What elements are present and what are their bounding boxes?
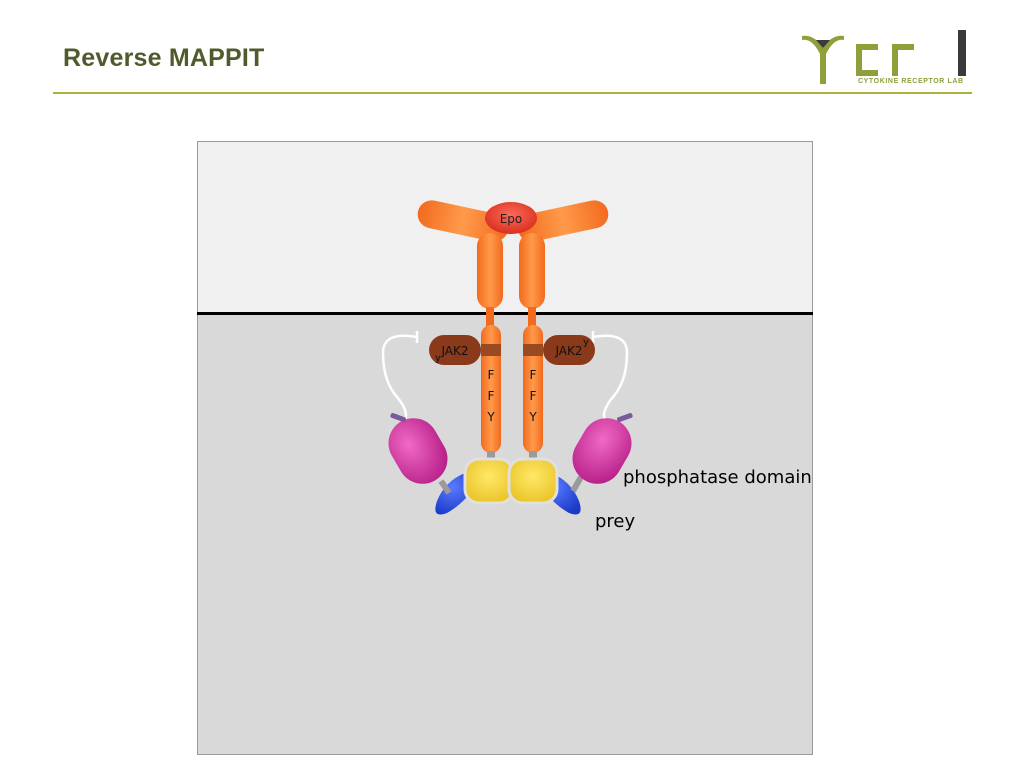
jak2-tag-left: y	[435, 353, 441, 364]
residue-left-3: Y	[486, 410, 495, 424]
residue-right-1: F	[530, 368, 537, 382]
phosphatase-domain-label: phosphatase domain	[623, 467, 812, 488]
jak2-left	[429, 335, 481, 365]
receptor-domain-right	[519, 233, 545, 309]
prey-label: prey	[595, 511, 636, 532]
residue-left-1: F	[488, 368, 495, 382]
bait-left	[463, 457, 515, 505]
jak2-label-right: JAK2	[554, 344, 582, 358]
reverse-mappit-diagram: Epo JAK2 JAK2 y y F F Y F F Y	[197, 141, 813, 755]
linker-right	[592, 334, 629, 422]
residue-right-2: F	[530, 389, 537, 403]
title-divider	[53, 92, 972, 94]
jak2-label-left: JAK2	[440, 344, 468, 358]
residue-right-3: Y	[528, 410, 537, 424]
page-title: Reverse MAPPIT	[63, 44, 265, 72]
phosphatase-right	[572, 418, 632, 484]
jak2-right	[543, 335, 595, 365]
logo-subtitle: CYTOKINE RECEPTOR LAB	[858, 78, 964, 85]
bait-right	[507, 457, 559, 505]
phosphatase-left	[388, 418, 448, 484]
jak2-tag-right: y	[583, 337, 589, 348]
cytoplasm	[197, 313, 813, 755]
linker-left	[381, 334, 418, 422]
receptor-tail-right	[523, 325, 543, 453]
lab-logo: CYTOKINE RECEPTOR LAB	[798, 26, 976, 92]
epo-ligand	[485, 202, 537, 234]
receptor-arm-right	[517, 200, 609, 242]
residue-left-2: F	[488, 389, 495, 403]
ycrl-logo-icon	[802, 30, 966, 84]
receptor-domain-left	[477, 233, 503, 309]
epo-label: Epo	[500, 212, 523, 226]
receptor-tail-left	[481, 325, 501, 453]
receptor-arm-left	[417, 200, 509, 242]
